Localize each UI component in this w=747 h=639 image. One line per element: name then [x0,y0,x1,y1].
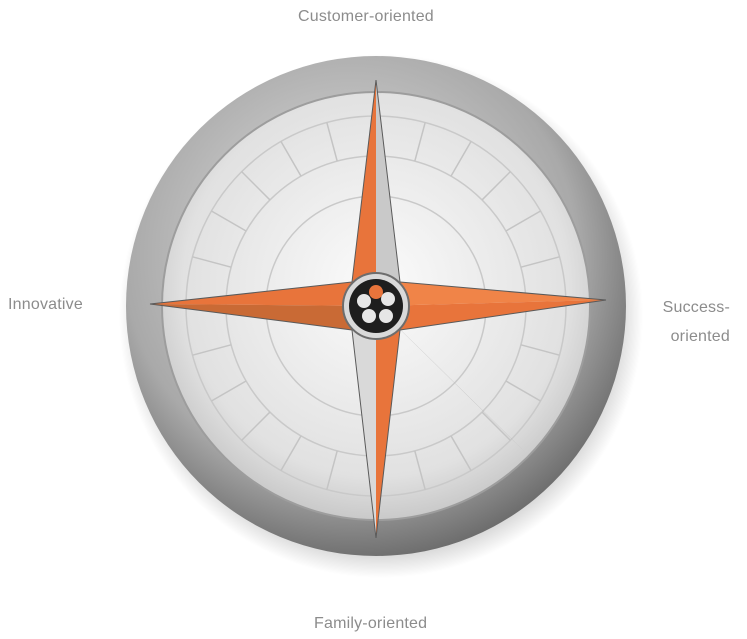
compass-tick [192,344,232,356]
center-hub [342,272,410,340]
compass-tick [414,122,426,162]
compass-tick [241,411,271,441]
diagonal-points [232,162,525,452]
hub-dot-3 [362,309,376,323]
compass-tick [280,141,302,177]
compass-tick [280,435,302,471]
point-se-shade [361,291,525,452]
point-south-right [376,306,400,538]
compass-tick [450,141,472,177]
compass-tick [505,380,541,402]
compass-tick [505,210,541,232]
point-east-top [376,282,606,306]
hub-dot-orange [369,285,383,299]
compass-tick [326,122,338,162]
label-success-oriented: Success- oriented [656,293,730,351]
compass-ticks [186,116,566,496]
compass-tick [450,435,472,471]
compass-tick [481,411,511,441]
compass-tick [211,210,247,232]
label-success-line2: oriented [670,328,730,345]
hub-dot-2 [381,292,395,306]
compass-tick [326,450,338,490]
compass-tick [481,171,511,201]
point-north-right [376,80,400,306]
compass-tick [520,256,560,268]
point-east-bottom [376,300,606,330]
label-customer-oriented: Customer-oriented [298,8,434,25]
compass-tick [241,171,271,201]
hub-dot-1 [357,294,371,308]
compass-tick [520,344,560,356]
compass-tick [414,450,426,490]
point-west-top [150,282,376,306]
label-family-oriented: Family-oriented [314,615,428,632]
cardinal-points [149,79,607,539]
point-west-bottom [150,304,376,330]
hub-dot-4 [379,309,393,323]
label-innovative: Innovative [8,296,83,313]
compass-tick [211,380,247,402]
point-north-left [352,80,376,306]
compass-tick [192,256,232,268]
label-success-line1: Success- [662,299,730,316]
point-south-left [352,306,376,538]
